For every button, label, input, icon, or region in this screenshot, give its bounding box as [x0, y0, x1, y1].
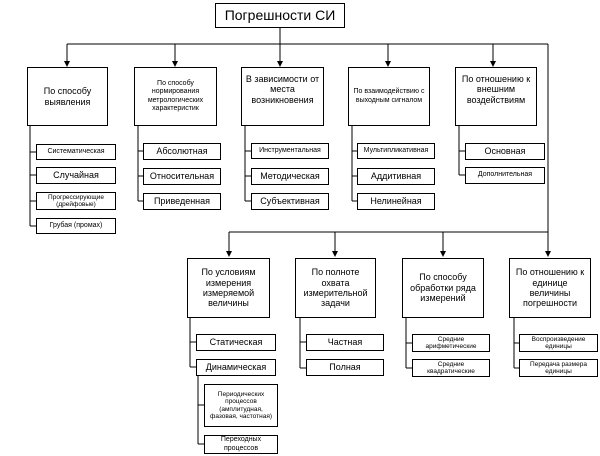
item-reduced: Приведенная: [143, 193, 221, 210]
category-series-processing: По способу обработки ряда измерений: [402, 258, 484, 318]
item-multiplicative: Мультипликативная: [357, 143, 435, 159]
item-basic: Основная: [465, 143, 545, 160]
category-task-coverage: По полноте охвата измерительной задачи: [295, 258, 376, 318]
item-transient-processes: Переходных процессов: [204, 435, 278, 454]
item-absolute: Абсолютная: [143, 143, 221, 160]
item-relative: Относительная: [143, 168, 221, 185]
item-full: Полная: [306, 359, 384, 376]
item-gross-error: Грубая (промах): [36, 218, 116, 234]
item-instrumental: Инструментальная: [251, 143, 329, 159]
item-dynamic: Динамическая: [196, 359, 276, 376]
item-unit-size-transfer: Передача размера единицы: [519, 359, 598, 377]
item-quadratic-mean: Средние квадратические: [412, 359, 490, 377]
item-methodical: Методическая: [251, 168, 329, 185]
item-arithmetic-mean: Средние арифметические: [412, 334, 490, 352]
item-additional: Дополнительная: [465, 167, 545, 184]
category-detection-method: По способу выявления: [27, 67, 108, 126]
item-periodic-processes: Периодических процессов (амплитудная, фа…: [204, 384, 278, 427]
item-nonlinear: Нелинейная: [357, 193, 435, 210]
category-external-influence: По отношению к внешним воздействиям: [455, 67, 537, 126]
category-normalization-method: По способу нормирования метрологических …: [134, 67, 217, 126]
category-measurement-conditions: По условиям измерения измеряемой величин…: [187, 258, 270, 318]
item-additive: Аддитивная: [357, 168, 435, 185]
diagram-title: Погрешности СИ: [215, 3, 345, 28]
category-output-signal-interaction: По взаимодействию с выходным сигналом: [348, 67, 430, 126]
category-unit-relation: По отношению к единице величины погрешно…: [509, 258, 591, 318]
item-progressive-drift: Прогрессирующие (дрейфовые): [36, 192, 116, 210]
item-unit-reproduction: Воспроизведение единицы: [519, 334, 598, 352]
item-subjective: Субъективная: [251, 193, 329, 210]
item-static: Статическая: [196, 334, 276, 351]
item-partial: Частная: [306, 334, 384, 351]
category-origin-place: В зависимости от места возникновения: [241, 67, 324, 126]
item-systematic: Систематическая: [36, 144, 116, 160]
item-random: Случайная: [36, 167, 116, 184]
